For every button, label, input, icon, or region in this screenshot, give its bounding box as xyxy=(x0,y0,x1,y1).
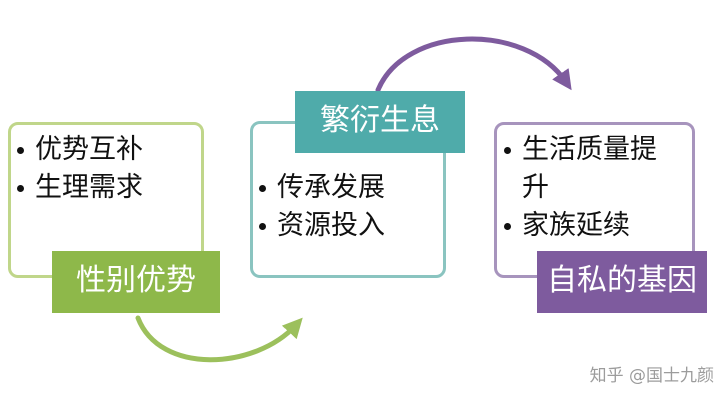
arrow-green-to-teal xyxy=(135,315,303,363)
list-item: 资源投入 xyxy=(255,207,441,245)
node-label-reproduction: 繁衍生息 xyxy=(295,91,465,153)
arrow-teal-to-purple xyxy=(375,36,572,93)
list-item: 家族延续 xyxy=(500,207,678,245)
list-item: 优势互补 xyxy=(13,131,199,169)
list-item: 传承发展 xyxy=(255,169,441,207)
node-label-selfish-gene: 自私的基因 xyxy=(537,251,707,313)
node-list-reproduction: 传承发展 资源投入 xyxy=(255,169,441,245)
node-list-sex-advantage: 优势互补 生理需求 xyxy=(13,131,199,207)
list-item: 生理需求 xyxy=(13,169,199,207)
node-list-selfish-gene: 生活质量提升 家族延续 xyxy=(500,131,678,245)
node-label-sex-advantage: 性别优势 xyxy=(52,251,220,313)
watermark: 知乎 @国士九颜 xyxy=(589,366,714,386)
list-item: 生活质量提升 xyxy=(500,131,678,207)
